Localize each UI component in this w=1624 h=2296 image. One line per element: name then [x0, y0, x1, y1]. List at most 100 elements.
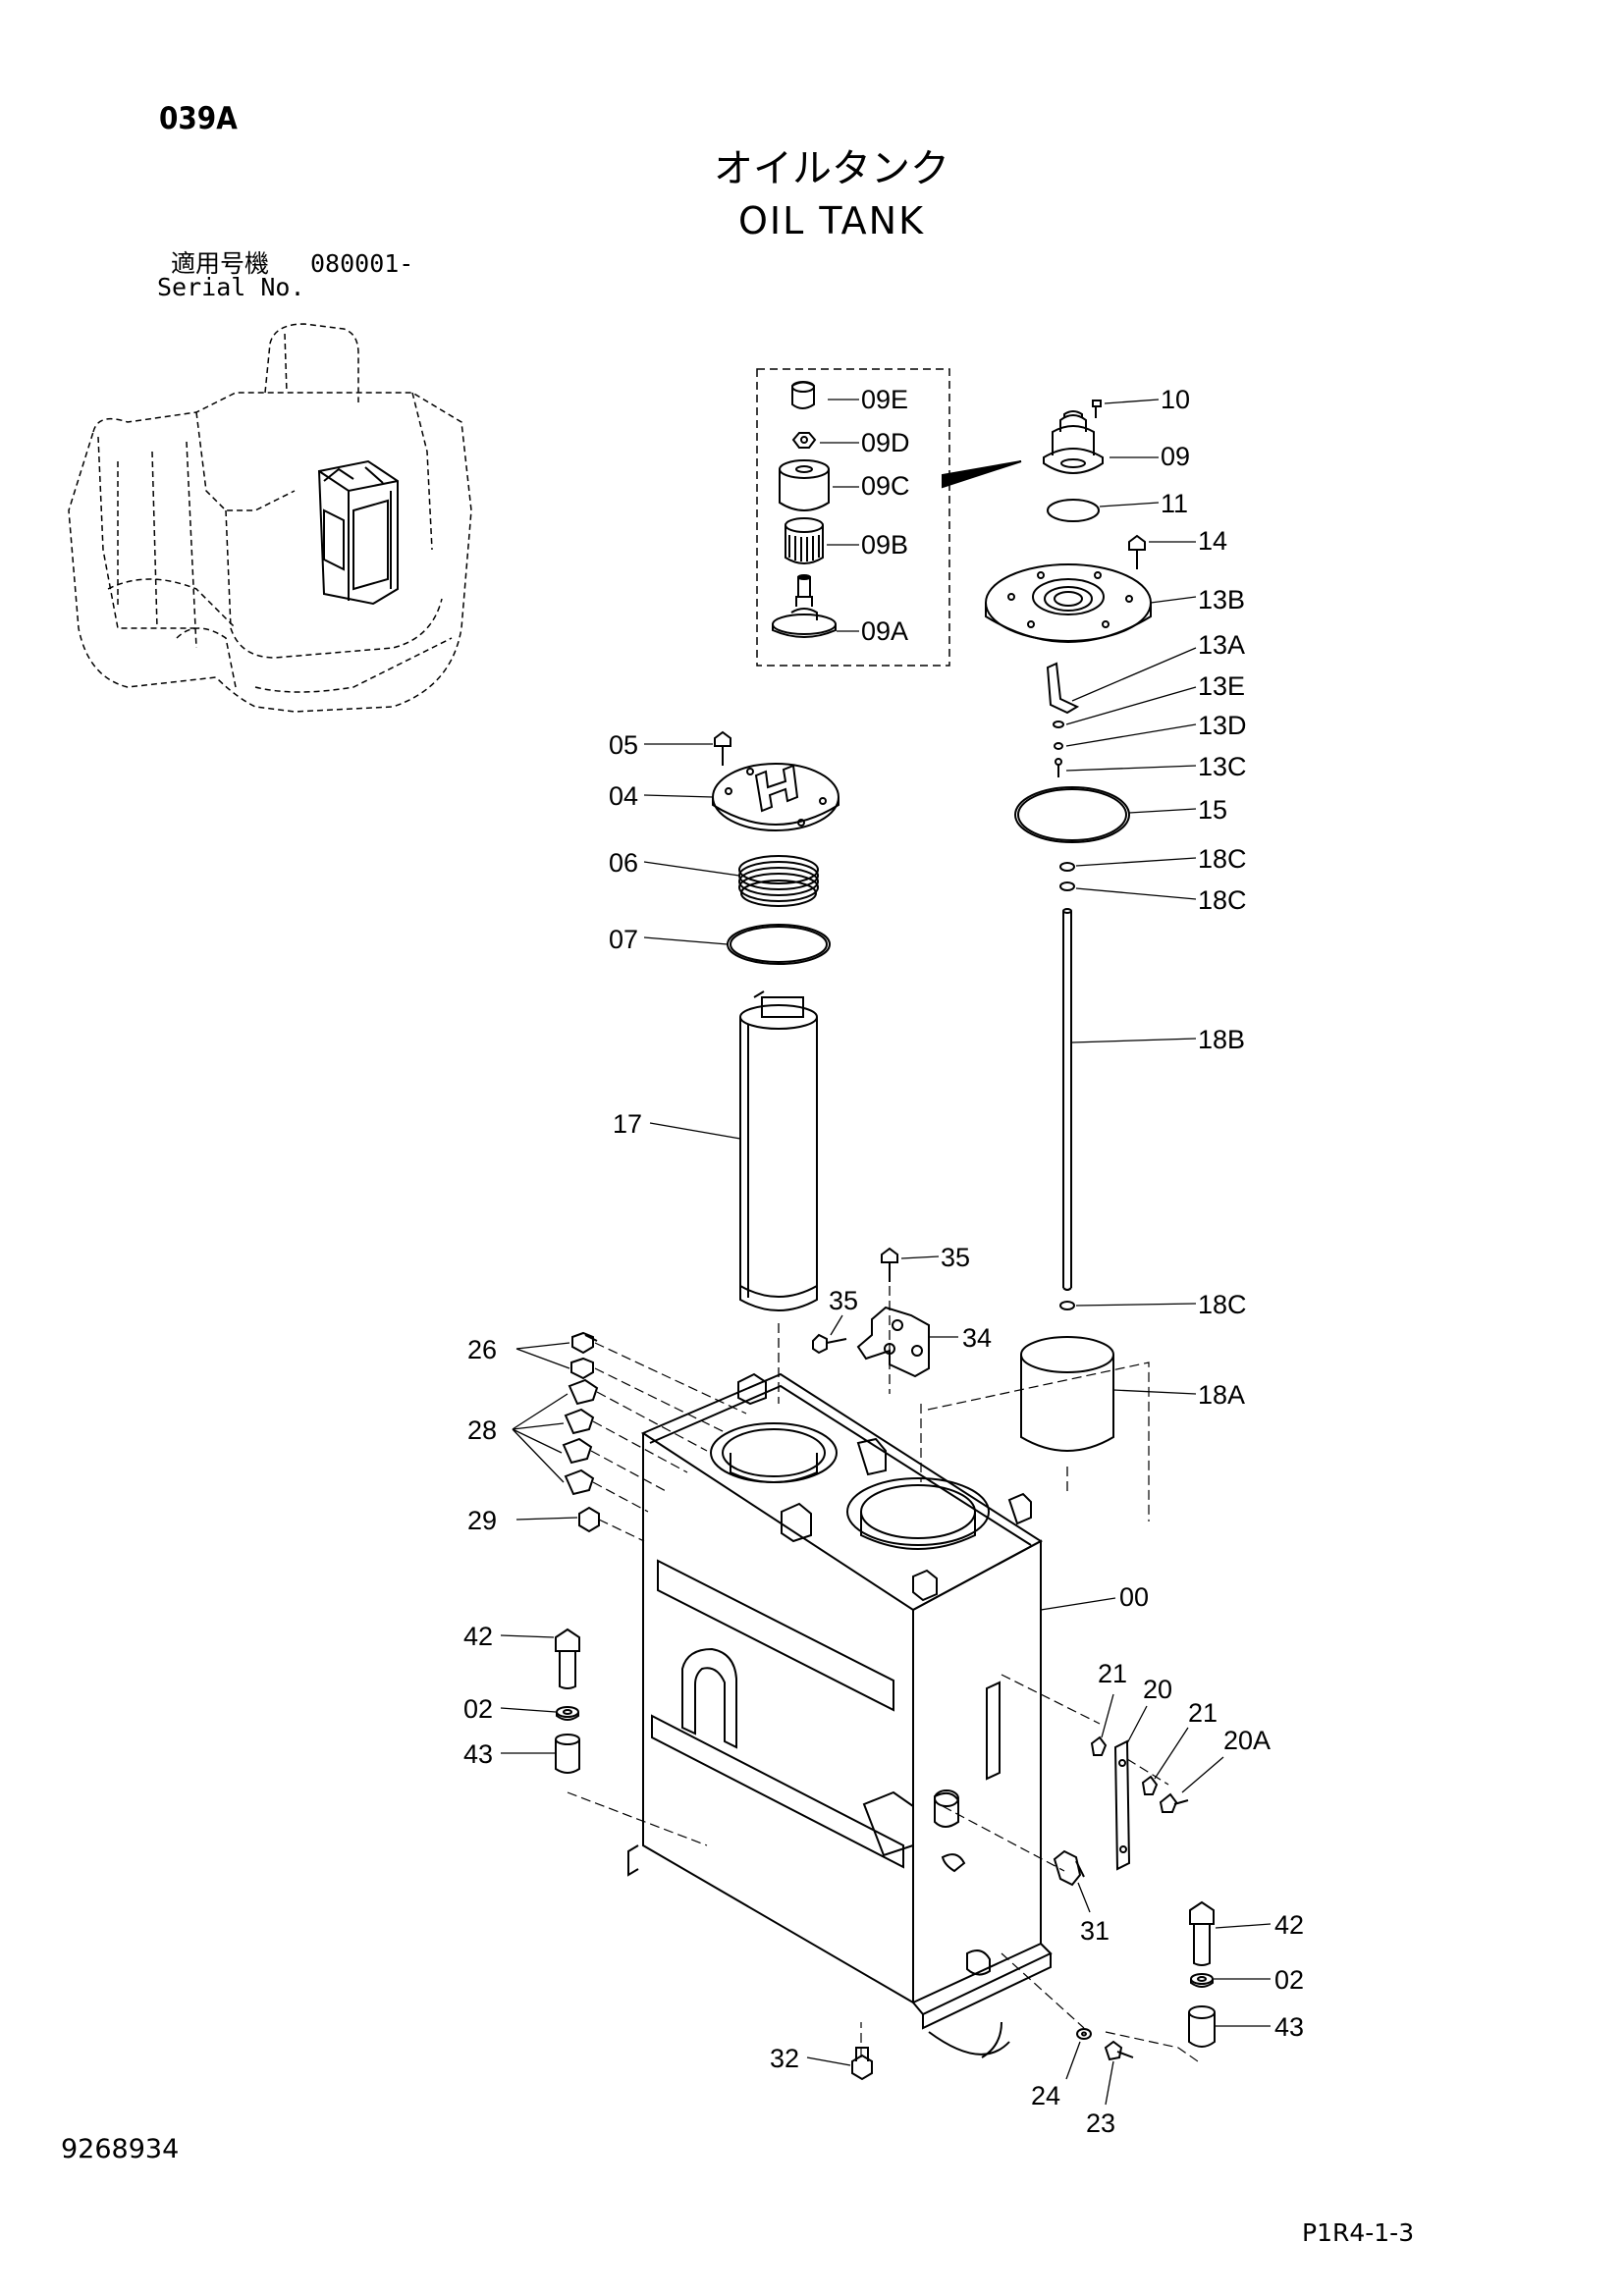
washer-02-right	[1190, 1973, 1271, 1988]
bolt-14	[1128, 534, 1196, 569]
label-18B: 18B	[1198, 1025, 1245, 1054]
nut-21-a	[1090, 1693, 1114, 1756]
label-35-top: 35	[941, 1243, 970, 1272]
bolt-42-left	[500, 1628, 580, 1689]
part-labels: 09E 09D 09C 09B 09A 10 09 11 14 13B 13A …	[463, 385, 1304, 2138]
label-20A: 20A	[1223, 1726, 1271, 1755]
breather-subassembly-box	[756, 368, 950, 667]
label-02-left: 02	[463, 1694, 493, 1724]
label-09: 09	[1161, 442, 1190, 471]
label-26: 26	[467, 1335, 497, 1364]
label-13C: 13C	[1198, 752, 1247, 781]
bolt-05	[644, 730, 731, 766]
label-21-a: 21	[1098, 1659, 1127, 1688]
bolt-10	[1092, 399, 1160, 418]
bolt-23	[1104, 2040, 1134, 2106]
nuts-18C	[1059, 857, 1197, 900]
label-09B: 09B	[861, 530, 908, 560]
label-10: 10	[1161, 385, 1190, 414]
breather-assembly-09	[1043, 410, 1159, 474]
fitting-31	[1053, 1849, 1091, 1913]
label-28: 28	[467, 1415, 497, 1445]
label-42-left: 42	[463, 1622, 493, 1651]
assembly-leaders	[567, 1362, 1199, 2062]
label-18C-upper: 18C	[1198, 844, 1247, 874]
label-31: 31	[1080, 1916, 1110, 1946]
label-14: 14	[1198, 526, 1227, 556]
label-43-left: 43	[463, 1739, 493, 1769]
label-21-b: 21	[1188, 1698, 1218, 1728]
label-00: 00	[1119, 1582, 1149, 1612]
label-32: 32	[770, 2044, 799, 2073]
oil-tank-location-marker	[317, 459, 399, 606]
label-13E: 13E	[1198, 671, 1245, 701]
label-04: 04	[609, 781, 638, 811]
label-13B: 13B	[1198, 585, 1245, 614]
spring-06	[643, 855, 819, 907]
serial-label-japanese: 適用号機	[171, 249, 270, 278]
title-japanese: オイルタンク	[714, 146, 949, 191]
oring-11	[1047, 499, 1100, 522]
bolt-35-top	[881, 1247, 940, 1282]
washer-02-left	[500, 1706, 579, 1721]
cover-04	[643, 763, 839, 831]
label-20: 20	[1143, 1675, 1172, 1704]
strainer-18A	[1020, 1336, 1197, 1452]
oring-07	[643, 924, 831, 965]
plug-29	[515, 1506, 600, 1533]
oil-tank-body-00	[627, 1372, 1116, 2058]
label-13A: 13A	[1198, 630, 1245, 660]
label-13D: 13D	[1198, 711, 1247, 740]
bolt-42-right	[1189, 1900, 1272, 1966]
bracket-13A	[1046, 647, 1197, 715]
label-15: 15	[1198, 795, 1227, 825]
label-17: 17	[613, 1109, 642, 1139]
page-code: 039A	[159, 101, 238, 136]
drain-plug-32	[806, 2047, 873, 2081]
detail-pointer-arrow	[942, 460, 1022, 489]
label-18C-lower: 18C	[1198, 1290, 1247, 1319]
rod-18B	[1062, 908, 1197, 1291]
label-29: 29	[467, 1506, 497, 1535]
label-05: 05	[609, 730, 638, 760]
gasket-15	[1014, 786, 1197, 843]
fittings-28	[512, 1378, 599, 1496]
serial-range: 080001-	[310, 249, 414, 278]
title-english: OIL TANK	[738, 199, 925, 242]
label-35-side: 35	[829, 1286, 858, 1315]
bracket-34	[856, 1306, 958, 1378]
label-23: 23	[1086, 2109, 1115, 2138]
fitting-leaders	[590, 1342, 747, 1542]
label-07: 07	[609, 925, 638, 954]
plate-20	[1113, 1705, 1148, 1871]
label-24: 24	[1031, 2081, 1060, 2110]
document-number: 9268934	[61, 2134, 180, 2164]
spacer-43-left	[501, 1734, 580, 1774]
label-06: 06	[609, 848, 638, 878]
machine-location-thumbnail	[68, 323, 472, 713]
nut-18C-lower	[1059, 1301, 1197, 1310]
hardware-13E-13D-13C	[1053, 686, 1197, 777]
label-02-right: 02	[1274, 1965, 1304, 1995]
label-11: 11	[1161, 489, 1188, 518]
label-34: 34	[962, 1323, 992, 1353]
label-09E: 09E	[861, 385, 908, 414]
filter-17	[649, 990, 818, 1311]
serial-label-english: Serial No.	[157, 273, 305, 301]
label-09D: 09D	[861, 428, 910, 457]
cover-13B	[985, 563, 1197, 643]
bolt-35-side	[812, 1314, 847, 1355]
fittings-26	[515, 1331, 598, 1380]
page-reference: P1R4-1-3	[1302, 2218, 1415, 2247]
nut-21-b	[1141, 1727, 1189, 1795]
label-42-right: 42	[1274, 1910, 1304, 1940]
bolt-20A	[1159, 1756, 1224, 1813]
label-09A: 09A	[861, 616, 908, 646]
label-43-right: 43	[1274, 2012, 1304, 2042]
label-09C: 09C	[861, 471, 910, 501]
label-18A: 18A	[1198, 1380, 1245, 1410]
washer-24	[1065, 2028, 1092, 2080]
spacer-43-right	[1188, 2005, 1271, 2048]
label-18C-middle: 18C	[1198, 885, 1247, 915]
